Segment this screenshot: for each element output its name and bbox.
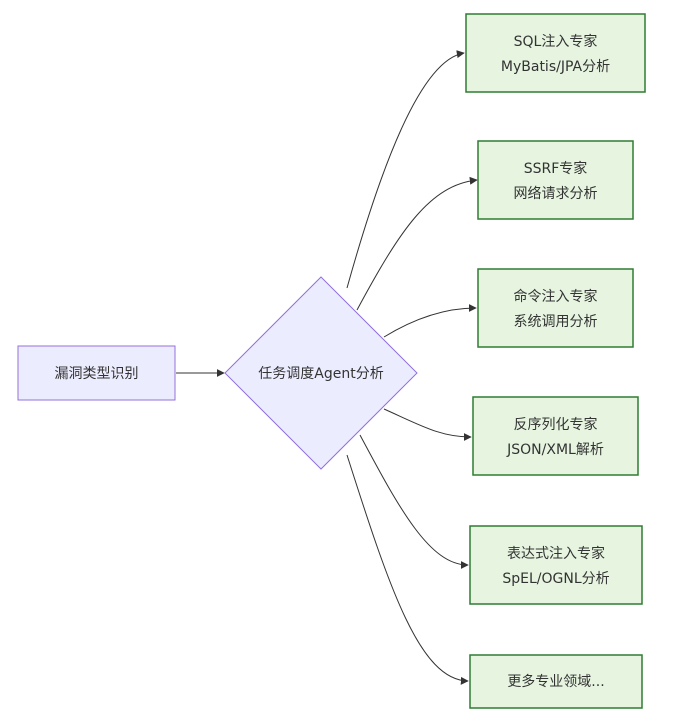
node-more-domains[interactable]: 更多专业领域... <box>469 654 643 709</box>
node-command-injection-expert-line1: 命令注入专家 <box>514 288 598 305</box>
node-ssrf-expert-line1: SSRF专家 <box>524 160 588 177</box>
node-expression-injection-expert-line1: 表达式注入专家 <box>507 545 605 562</box>
node-expression-injection-expert-box <box>469 525 643 605</box>
node-ssrf-expert-line2: 网络请求分析 <box>514 186 598 202</box>
edge-dispatcher-to-more <box>346 454 469 685</box>
edge-dispatcher-to-expr-expert <box>359 434 469 569</box>
node-deserialization-expert-box <box>472 396 639 476</box>
node-expression-injection-expert[interactable]: 表达式注入专家 SpEL/OGNL分析 <box>469 525 643 605</box>
node-command-injection-expert[interactable]: 命令注入专家 系统调用分析 <box>477 268 634 348</box>
node-deserialization-expert-line2: JSON/XML解析 <box>506 442 604 458</box>
node-sql-injection-expert-line2: MyBatis/JPA分析 <box>501 59 610 75</box>
node-command-injection-expert-box <box>477 268 634 348</box>
edge-dispatcher-to-sql-expert <box>346 50 465 289</box>
edges <box>176 50 478 685</box>
node-command-injection-expert-line2: 系统调用分析 <box>514 314 598 330</box>
node-task-dispatcher[interactable]: 任务调度Agent分析 <box>224 276 418 470</box>
node-more-domains-box <box>469 654 643 709</box>
edge-dispatcher-to-deser-expert <box>383 408 472 441</box>
node-ssrf-expert-box <box>477 140 634 220</box>
node-task-dispatcher-label: 任务调度Agent分析 <box>258 366 383 382</box>
node-expression-injection-expert-line2: SpEL/OGNL分析 <box>502 571 609 587</box>
node-task-dispatcher-diamond <box>224 276 418 470</box>
edge-dispatcher-to-ssrf-expert <box>356 176 478 311</box>
node-sql-injection-expert-line1: SQL注入专家 <box>514 33 598 50</box>
node-sql-injection-expert[interactable]: SQL注入专家 MyBatis/JPA分析 <box>465 13 646 93</box>
node-deserialization-expert-line1: 反序列化专家 <box>514 416 598 433</box>
node-more-domains-label: 更多专业领域... <box>507 673 604 690</box>
node-vuln-type-identification-box <box>17 345 176 401</box>
node-vuln-type-identification-label: 漏洞类型识别 <box>55 366 139 382</box>
node-ssrf-expert[interactable]: SSRF专家 网络请求分析 <box>477 140 634 220</box>
node-deserialization-expert[interactable]: 反序列化专家 JSON/XML解析 <box>472 396 639 476</box>
node-vuln-type-identification[interactable]: 漏洞类型识别 <box>17 345 176 401</box>
edge-dispatcher-to-cmd-expert <box>383 304 477 338</box>
node-sql-injection-expert-box <box>465 13 646 93</box>
